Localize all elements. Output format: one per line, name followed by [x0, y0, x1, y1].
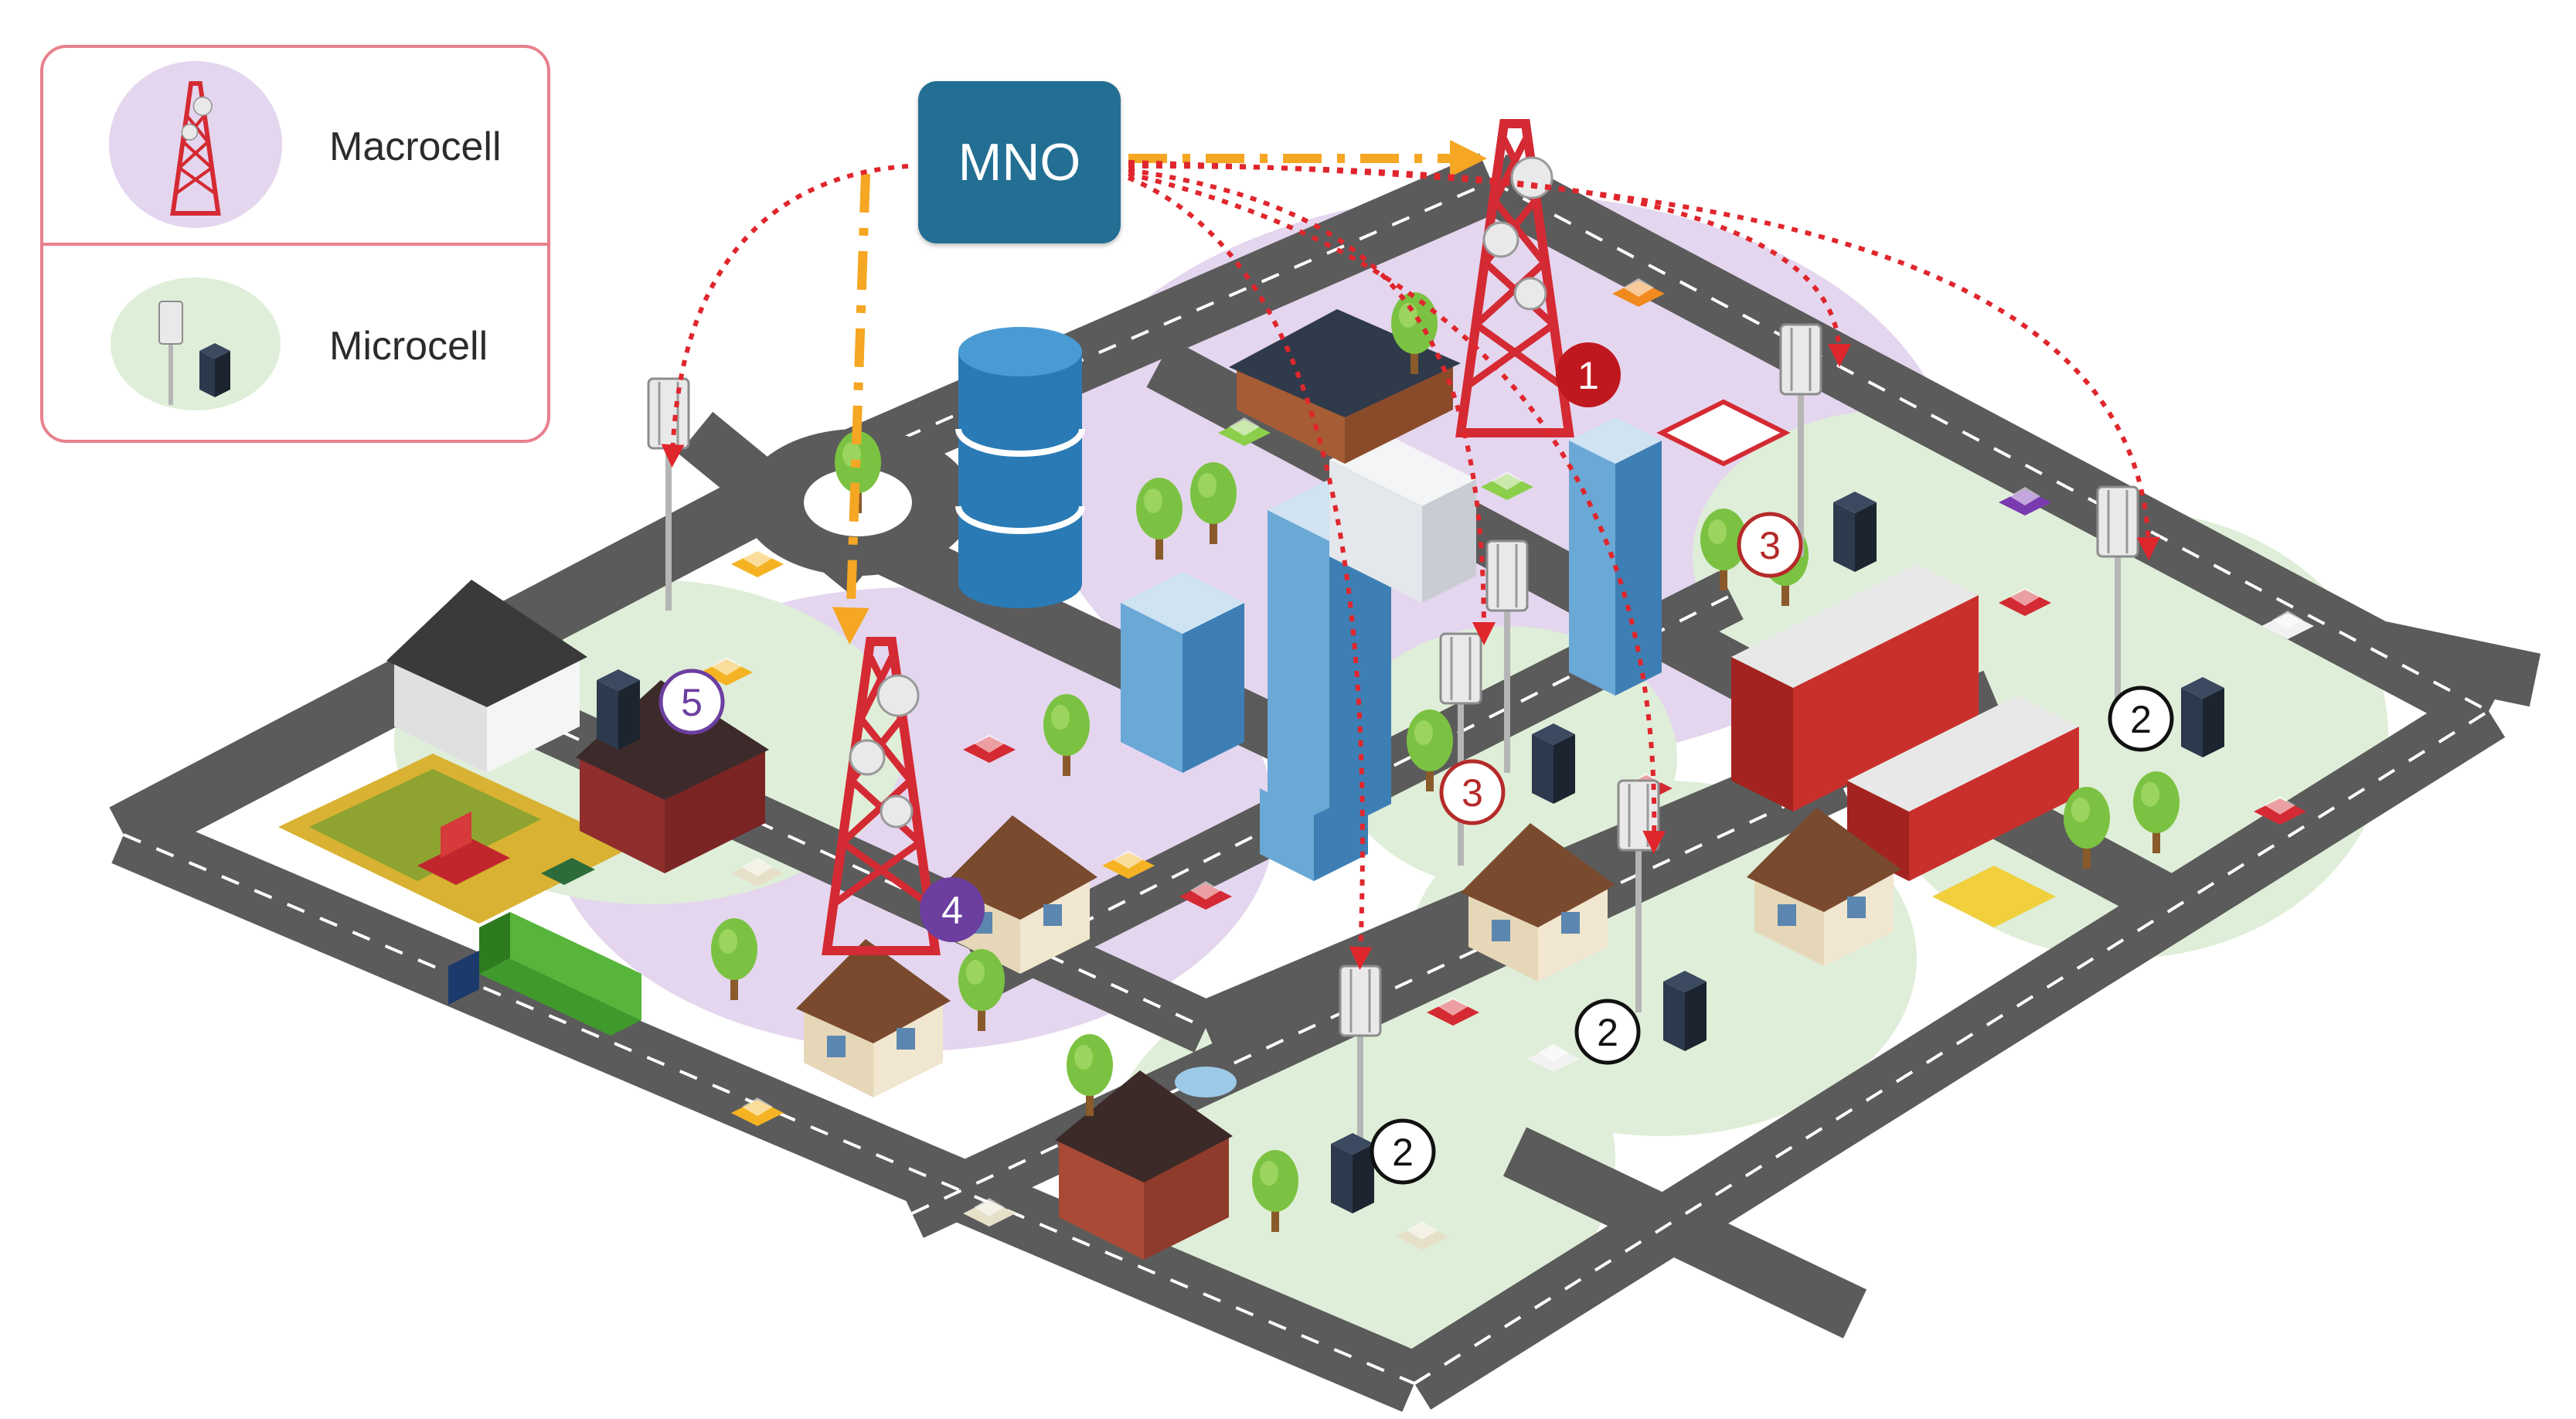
building-teal-left [1121, 572, 1244, 773]
database-icon [955, 327, 1085, 608]
marker-3-center: 3 [1439, 759, 1506, 825]
cabinet-3-center [1532, 723, 1575, 804]
markers: 1 2 2 2 3 3 4 [658, 342, 2174, 1185]
marker-1: 1 [1556, 342, 1621, 407]
marker-4: 4 [920, 877, 985, 942]
building-teal-low [1260, 788, 1368, 881]
legend-row-microcell: Microcell [43, 247, 547, 442]
svg-text:2: 2 [2130, 698, 2152, 741]
legend-box: Macrocell Microcell [40, 45, 550, 443]
legend-divider [43, 243, 547, 246]
playground [1932, 866, 2056, 927]
cabinet-2-east [2181, 677, 2224, 757]
legend-microcell-label: Microcell [329, 324, 488, 369]
barn [576, 680, 769, 873]
svg-text:2: 2 [1597, 1011, 1618, 1054]
truck [448, 912, 641, 1036]
macrocell-tower-icon [109, 61, 282, 228]
svg-text:3: 3 [1759, 524, 1781, 567]
church [1055, 1070, 1233, 1260]
mno-links [661, 140, 2160, 970]
gas-station [1656, 399, 1791, 467]
tractor [541, 858, 595, 885]
link-mno-to-micro-2-east [1128, 160, 2160, 560]
svg-text:5: 5 [681, 681, 703, 724]
fountain [1175, 1067, 1237, 1097]
link-mno-to-micro-3-east [1128, 164, 1851, 367]
legend-row-macrocell: Macrocell [43, 48, 547, 243]
cabinet-3-east [1833, 492, 1877, 572]
cabinet-2-mid [1663, 971, 1707, 1051]
road-spur-south [1502, 1127, 1867, 1339]
farmhouse [386, 580, 587, 773]
legend-macrocell-label: Macrocell [329, 124, 502, 169]
link-mno-to-micro-5 [661, 164, 909, 468]
combine-harvester [417, 812, 510, 885]
marker-3-east: 3 [1737, 512, 1803, 578]
marker-2-mid: 2 [1574, 999, 1641, 1065]
mno-box: MNO [918, 81, 1121, 243]
svg-text:4: 4 [941, 889, 963, 932]
svg-text:2: 2 [1392, 1131, 1414, 1174]
farm-area [278, 580, 769, 924]
svg-text:3: 3 [1462, 771, 1483, 815]
road-east-stub [2343, 614, 2541, 707]
marker-2-south: 2 [1370, 1118, 1436, 1185]
link-mno-to-micro-2-mid [1128, 172, 1666, 854]
building-tall-center [1268, 479, 1391, 835]
cabinet-5 [597, 669, 640, 750]
cabinet-2-south [1331, 1133, 1374, 1213]
road-se-edge [1397, 685, 2506, 1410]
microcell-mast-icon [111, 277, 281, 410]
marker-5: 5 [658, 669, 725, 735]
city-buildings [1055, 309, 2079, 1260]
building-tower-right [1569, 417, 1662, 696]
svg-text:1: 1 [1577, 354, 1599, 397]
apartment-block-red [1731, 564, 1979, 812]
marker-2-east: 2 [2108, 686, 2174, 752]
link-mno-to-micro-2-south [1127, 175, 1373, 970]
